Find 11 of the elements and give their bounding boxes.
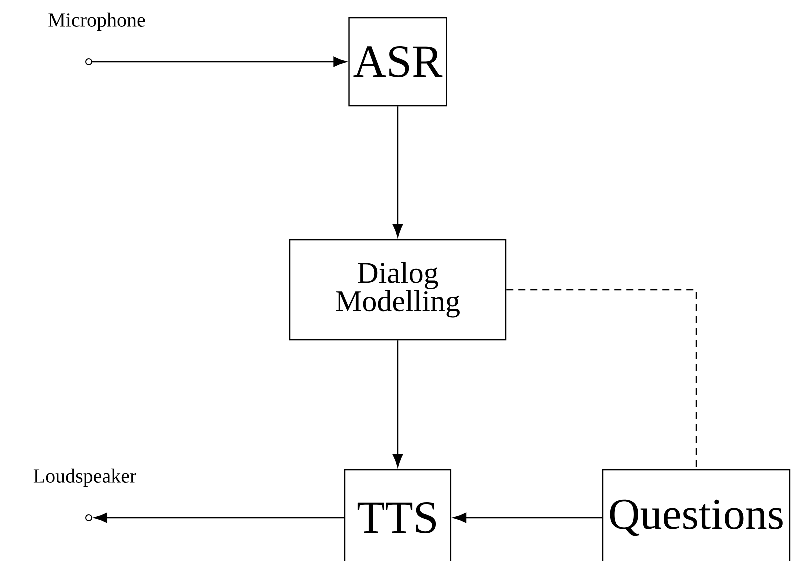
arrow: [92, 56, 347, 68]
process-box: Questions: [602, 469, 791, 561]
arrow: [454, 512, 602, 524]
arrow: [94, 512, 344, 524]
arrow: [392, 106, 404, 238]
process-box: Dialog Modelling: [289, 239, 507, 341]
arrow: [392, 340, 404, 468]
process-box: TTS: [344, 469, 452, 561]
process-box: ASR: [348, 17, 448, 107]
terminal-label: Microphone: [48, 12, 146, 32]
terminal-label: Loudspeaker: [34, 468, 136, 488]
